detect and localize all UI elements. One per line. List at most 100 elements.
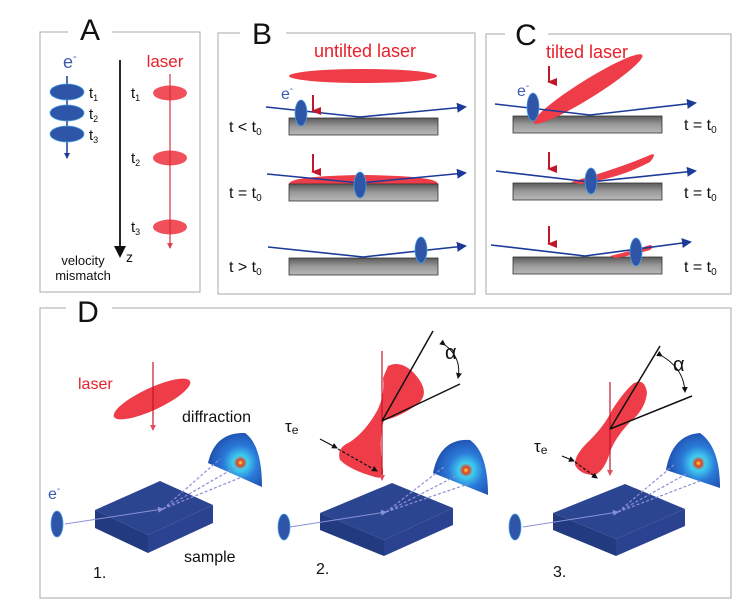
panel-b-letter: B [252,18,272,51]
electron-bunch [508,513,522,541]
sample-side-left [95,510,148,553]
laser-pulse [113,378,191,420]
time-label: t = t0 [684,117,717,136]
panel-c-electron-label: e- [517,81,529,100]
laser-label: laser [147,52,184,71]
z-axis-label: z [126,249,133,265]
subfigure-2: α τe 2. [277,330,488,578]
diffracted-beam [385,466,445,513]
time-label: t = t0 [684,259,717,278]
sample-slab [512,256,663,275]
sample-side-right [148,505,213,553]
diffracted-beam [385,483,469,513]
electron-bunch [414,236,428,264]
propagation-line [381,383,461,422]
electron-trajectory-arrow [490,238,692,257]
laser-time-t3: t3 [131,219,140,237]
sample-slab [512,115,663,134]
panel-b-title: untilted laser [314,41,416,61]
panel-b-row-3: t > t0 [229,236,467,278]
panel-b: B untilted laser e- t < t0 t = t0 t > t0 [217,18,476,295]
time-label: t > t0 [229,259,262,278]
e-time-t3: t3 [89,127,98,145]
diffraction-pattern [208,432,262,487]
time-label: t = t0 [684,185,717,204]
electron-bunch-t1 [49,83,85,101]
electron-bunch [629,237,643,267]
diffraction-label: diffraction [182,409,251,426]
tau-label: τe [285,417,299,437]
sample-side-right [384,508,453,556]
panel-a-letter: A [80,14,100,47]
diffracted-beam [617,463,676,513]
panel-b-frame [217,32,476,295]
e-time-t2: t2 [89,106,98,124]
electron-bunch [50,510,64,538]
electron-bunch [584,167,598,195]
electron-bunch-t3 [49,125,85,143]
diffracted-beam [385,475,457,513]
electron-beam [522,509,619,528]
panel-a-frame [39,31,201,293]
panel-c-row-3: t = t0 [490,226,717,278]
laser-label: laser [78,376,113,393]
electron-label: e- [63,51,77,72]
laser-time-t1: t1 [131,85,140,103]
alpha-label: α [673,354,685,376]
alpha-angle-arc [439,339,462,379]
diffracted-beam [162,476,243,510]
sample-slab [288,117,439,136]
alpha-angle-arc [656,350,688,393]
e-time-t1: t1 [89,85,98,103]
propagation-line [609,395,693,430]
tau-width-marker [337,448,378,472]
time-label: t < t0 [229,119,262,138]
sample-top [95,481,213,535]
diffracted-beam [162,458,221,510]
sample-side-right [616,509,685,556]
tilted-laser-pulse [533,54,643,124]
panel-d: D laser diffraction e- sample 1. [39,296,732,599]
tau-arrow [319,438,338,449]
diffracted-beam [162,466,237,510]
sample-label: sample [184,549,236,566]
panel-d-letter: D [77,296,99,329]
step-label-1: 1. [93,565,106,582]
panel-b-row-2: t = t0 [229,154,467,204]
panel-b-electron-label: e- [281,84,293,103]
panel-a: A e- t1 t2 t3 z velocity mismatch laser … [39,14,201,293]
tau-arrow [561,455,575,462]
alpha-label: α [445,342,457,364]
time-label: t = t0 [229,185,262,204]
diffracted-beam [617,472,689,513]
electron-label: e- [48,484,60,503]
electron-trajectory-arrow [267,241,467,258]
electron-bunch [294,99,308,127]
electron-bunch-t2 [49,104,85,122]
panel-c-row-2: t = t0 [495,152,717,204]
untilted-laser-pulse [289,69,437,83]
panel-d-frame [39,307,732,599]
tau-width-marker [574,461,598,479]
step-label-3: 3. [553,564,566,581]
panel-c-title: tilted laser [546,42,628,62]
subfigure-1: laser diffraction e- sample 1. [48,362,262,582]
electron-beam [289,509,387,528]
diffraction-pattern [666,433,720,488]
panel-c-frame [485,33,732,295]
tau-label: τe [534,437,548,457]
caption-velocity: velocity [61,253,105,268]
panel-b-row-1: t < t0 [229,95,467,138]
caption-mismatch: mismatch [55,268,111,283]
panel-c-letter: C [515,19,537,52]
diffraction-pattern [433,439,488,495]
laser-time-t2: t2 [131,150,140,168]
electron-bunch [277,513,291,541]
electron-bunch [353,171,367,199]
electron-bunch [526,92,540,122]
electron-beam [64,506,164,525]
sample-side-left [553,513,616,556]
panel-c: C tilted laser e- t = t0 t = t0 [485,19,732,295]
sample-side-left [320,513,384,556]
